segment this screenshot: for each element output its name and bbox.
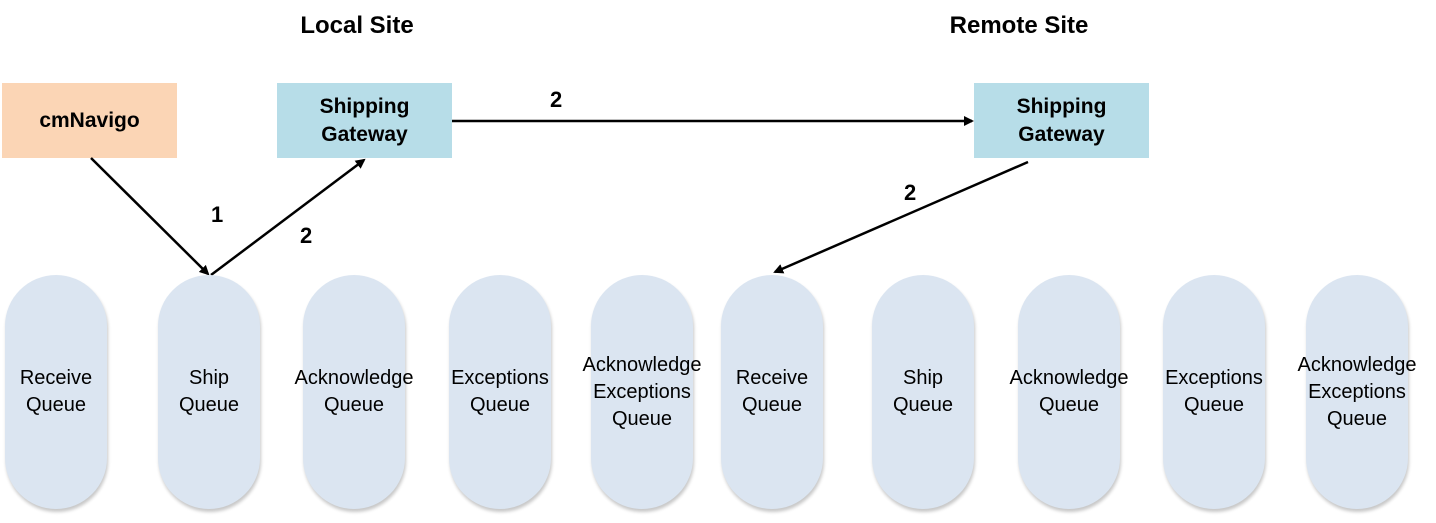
queue-label: Receive Queue: [735, 367, 809, 416]
local-acknowledge-queue: Acknowledge Queue: [295, 275, 413, 509]
remote-acknowledge-queue: Acknowledge Queue: [1010, 275, 1128, 509]
local-ship-queue: Ship Queue: [158, 275, 260, 509]
queue-label: Ship Queue: [892, 367, 954, 416]
queue-label: Exceptions Queue: [451, 367, 549, 416]
cmnavigo-label: cmNavigo: [39, 108, 140, 132]
queue-label: Receive Queue: [19, 367, 93, 416]
queue-label: Ship Queue: [178, 367, 240, 416]
step-label-1: 1: [211, 202, 224, 227]
queue-label: Acknowledge Queue: [1009, 367, 1129, 416]
local-exceptions-queue: Exceptions Queue: [449, 275, 551, 509]
remote-exceptions-queue: Exceptions Queue: [1163, 275, 1265, 509]
local-acknowledge-exceptions-queue: Acknowledge Exceptions Queue: [583, 275, 701, 509]
queue-label: Exceptions Queue: [1165, 367, 1263, 416]
arrow-remote-gateway-to-receive-queue: [773, 160, 1029, 274]
queue-label: Acknowledge Exceptions Queue: [582, 353, 702, 430]
local-receive-queue: Receive Queue: [5, 275, 107, 509]
step-label-2-remote: 2: [904, 180, 917, 205]
remote-acknowledge-exceptions-queue: Acknowledge Exceptions Queue: [1298, 275, 1416, 509]
remote-receive-queue: Receive Queue: [721, 275, 823, 509]
local-gateway-label: Shipping Gateway: [319, 94, 410, 146]
remote-site-title: Remote Site: [949, 12, 1089, 39]
step-label-2-local: 2: [300, 223, 313, 248]
arrow-ship-queue-to-local-gateway: [210, 158, 366, 276]
step-label-2-transfer: 2: [550, 87, 563, 112]
local-shipping-gateway-node: Shipping Gateway: [277, 83, 452, 158]
remote-gateway-label: Shipping Gateway: [1016, 94, 1107, 146]
remote-ship-queue: Ship Queue: [872, 275, 974, 509]
queue-label: Acknowledge Exceptions Queue: [1297, 353, 1417, 430]
arrow-cmnavigo-to-ship-queue: [90, 157, 210, 276]
local-site-title: Local Site: [300, 12, 414, 39]
cmnavigo-node: cmNavigo: [2, 83, 177, 158]
remote-shipping-gateway-node: Shipping Gateway: [974, 83, 1149, 158]
queue-label: Acknowledge Queue: [294, 367, 414, 416]
